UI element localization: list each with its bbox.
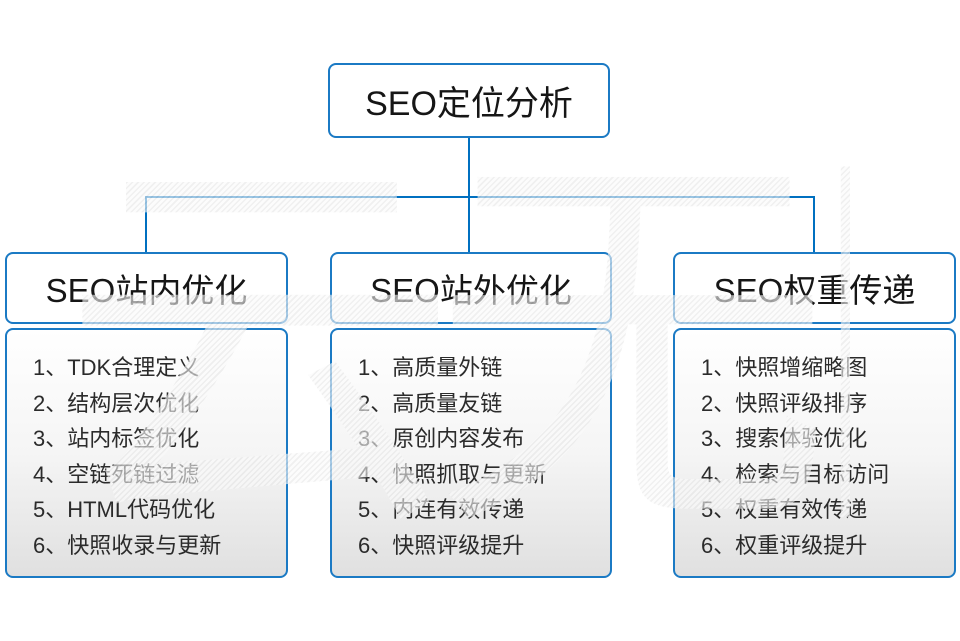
list-item: 2、结构层次优化	[33, 390, 200, 416]
list-item: 2、快照评级排序	[701, 390, 868, 416]
connector-horizontal-bar	[145, 196, 815, 198]
connector-root-stem	[468, 138, 470, 196]
list-item: 4、空链死链过滤	[33, 461, 200, 487]
column-header-onsite-optimization: SEO站内优化	[5, 252, 288, 324]
connector-drop-left	[145, 196, 147, 252]
list-item: 6、快照收录与更新	[33, 532, 222, 558]
root-node-label: SEO定位分析	[365, 85, 573, 123]
list-item: 1、TDK合理定义	[33, 355, 200, 380]
column-title: SEO权重传递	[713, 272, 916, 309]
connector-drop-middle	[468, 196, 470, 252]
column-header-weight-transfer: SEO权重传递	[673, 252, 956, 324]
list-item: 3、搜索体验优化	[701, 426, 868, 451]
list-item: 3、原创内容发布	[358, 426, 525, 451]
list-item: 5、HTML代码优化	[33, 497, 216, 522]
connector-drop-right	[813, 196, 815, 252]
column-list-weight-transfer: 1、快照增缩略图 2、快照评级排序 3、搜索体验优化 4、检索与目标访问 5、权…	[673, 328, 956, 578]
root-node-seo-analysis: SEO定位分析	[328, 63, 610, 138]
list-item: 6、快照评级提升	[358, 532, 525, 558]
list-item: 6、权重评级提升	[701, 532, 868, 558]
column-list-onsite-optimization: 1、TDK合理定义 2、结构层次优化 3、站内标签优化 4、空链死链过滤 5、H…	[5, 328, 288, 578]
column-header-offsite-optimization: SEO站外优化	[330, 252, 612, 324]
list-item: 1、快照增缩略图	[701, 355, 868, 380]
list-item: 4、检索与目标访问	[701, 461, 890, 487]
list-item: 1、高质量外链	[358, 355, 503, 380]
list-item: 5、权重有效传递	[701, 497, 868, 522]
column-title: SEO站外优化	[370, 272, 572, 309]
list-item: 3、站内标签优化	[33, 426, 200, 451]
list-item: 4、快照抓取与更新	[358, 461, 547, 487]
list-item: 5、内连有效传递	[358, 497, 525, 522]
column-title: SEO站内优化	[45, 272, 248, 309]
column-list-offsite-optimization: 1、高质量外链 2、高质量友链 3、原创内容发布 4、快照抓取与更新 5、内连有…	[330, 328, 612, 578]
list-item: 2、高质量友链	[358, 390, 503, 416]
